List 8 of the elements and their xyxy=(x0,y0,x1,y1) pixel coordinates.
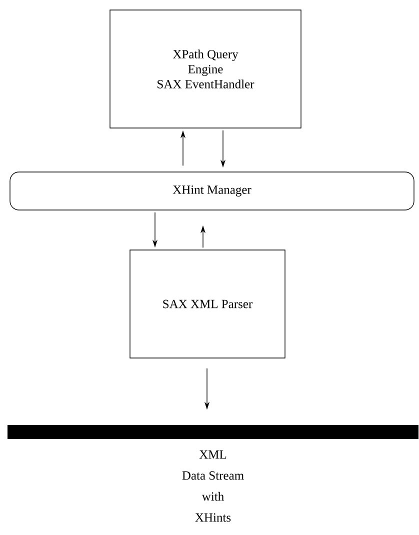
node-label: XML xyxy=(199,450,226,459)
node-label: Data Stream xyxy=(182,471,244,480)
process-box: SAX XML Parser xyxy=(130,250,286,358)
node-label: with xyxy=(202,492,224,501)
manager-band: XHint Manager xyxy=(10,172,414,210)
process-box: XPath Query Engine SAX EventHandler xyxy=(110,10,302,128)
node-label: XHints xyxy=(195,513,231,522)
data-stream-bar: XML Data Stream with XHints xyxy=(8,425,418,522)
